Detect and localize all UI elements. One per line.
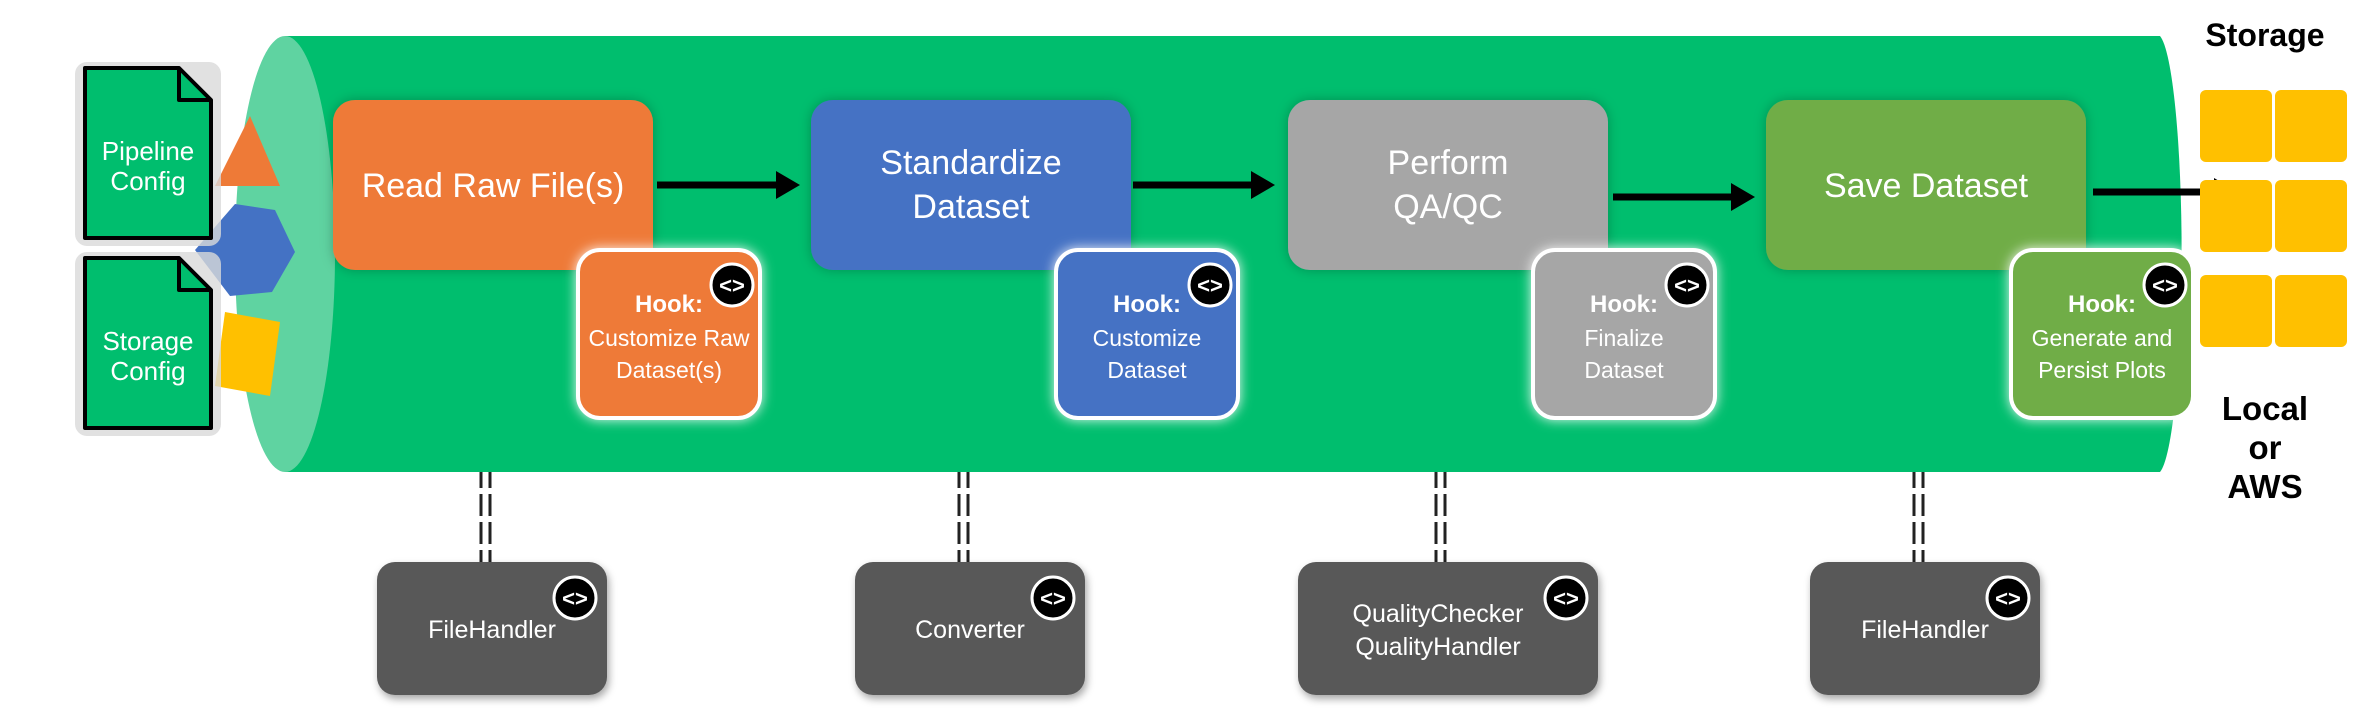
stage-0: Read Raw File(s) [333,100,653,270]
code-icon: <> [552,575,598,621]
triangle-shape [215,116,280,186]
handler-label: FileHandler [1861,616,1989,644]
code-icon: <> [1187,262,1233,308]
arrowhead [776,171,800,199]
code-icon-glyph: <> [719,273,745,298]
stage-title-line: Standardize [880,144,1061,182]
handler-box-1: Converter <> [855,562,1085,695]
stage-title-line: Dataset [912,188,1030,226]
config-label-line1: Pipeline [102,136,195,166]
hook-description: Dataset(s) [616,357,722,383]
handler-boxes: FileHandler<>Converter<>QualityCheckerQu… [377,562,2040,695]
code-icon-glyph: <> [1674,273,1700,298]
storage-title: Storage [2205,17,2324,53]
stage-box [1288,100,1608,270]
handler-box [377,562,607,695]
storage-grid [2200,90,2347,347]
handler-box-3: FileHandler<> [1810,562,2040,695]
handler-box [1298,562,1598,695]
database-cell [2200,275,2272,347]
database-cell [2275,275,2347,347]
stage-title-line: QA/QC [1393,188,1503,226]
code-icon-glyph: <> [1040,586,1066,611]
square-shape [215,312,280,396]
code-icon-glyph: <> [1553,586,1579,611]
code-icon-glyph: <> [1995,586,2021,611]
code-icon-glyph: <> [562,586,588,611]
database-cell [2275,180,2347,252]
stage-title-line: Perform [1388,144,1509,182]
document-icon [83,66,213,240]
code-icon-glyph: <> [1197,273,1223,298]
stage-title: Save Dataset [1824,167,2029,205]
hook-description: Customize [1093,325,1202,351]
document-icon [83,256,213,430]
hook-description: Finalize [1584,325,1663,351]
storage-location-line: or [2249,429,2282,466]
hook-title: Hook: [1590,291,1658,318]
hook-title: Hook: [2068,291,2136,318]
arrowhead [1251,171,1275,199]
handler-label: QualityChecker [1353,600,1524,628]
stage-3: Save Dataset [1766,100,2086,270]
code-icon-glyph: <> [2152,273,2178,298]
handler-label: Converter [915,616,1025,644]
handler-box [1810,562,2040,695]
code-icon: <> [1543,575,1589,621]
code-icon: <> [709,262,755,308]
stage-box [333,100,653,270]
database-cell [2275,90,2347,162]
stage-box [1766,100,2086,270]
pipeline-stages: Read Raw File(s)Hook:Customize RawDatase… [333,100,2195,420]
arrowhead [1731,183,1755,211]
handler-label: QualityHandler [1355,633,1520,661]
hook-title: Hook: [635,291,703,318]
code-icon: <> [1664,262,1710,308]
storage-location-line: AWS [2227,468,2302,505]
database-cell [2200,90,2272,162]
hook-description: Persist Plots [2038,357,2166,383]
handler-box-0: FileHandler<> [377,562,607,695]
hook-description: Dataset [1584,357,1664,383]
stage-box [811,100,1131,270]
storage-location-line: Local [2222,390,2308,427]
code-icon: <> [1985,575,2031,621]
handler-box [855,562,1085,695]
config-label-line2: Config [110,356,185,386]
hook-description: Dataset [1107,357,1187,383]
hook-description: Customize Raw [588,325,749,351]
hook-description: Generate and [2032,325,2173,351]
config-label-line2: Config [110,166,185,196]
config-label-line1: Storage [102,326,193,356]
stage-title: Read Raw File(s) [362,167,625,205]
code-icon: <> [2142,262,2188,308]
hook-title: Hook: [1113,291,1181,318]
handler-label: FileHandler [428,616,556,644]
code-icon: <> [1030,575,1076,621]
database-cell [2200,180,2272,252]
